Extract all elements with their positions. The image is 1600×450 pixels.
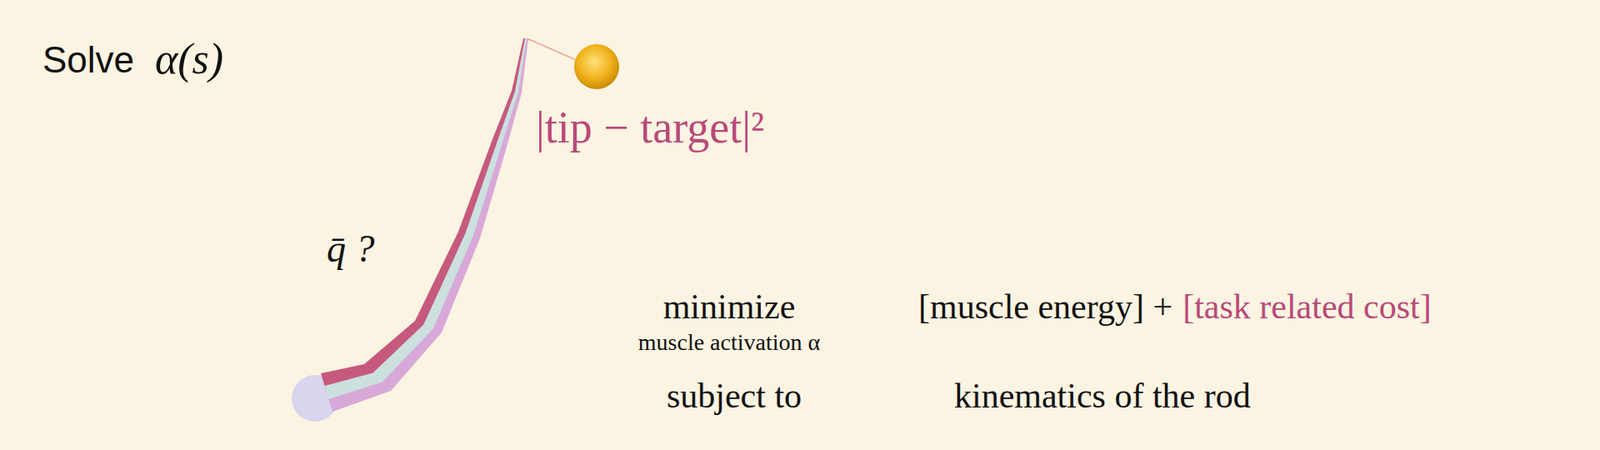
subject-to-label: subject to xyxy=(666,376,802,415)
task-cost-formula: |tip − target|² xyxy=(535,103,765,153)
rod-lower-band xyxy=(326,38,529,412)
function-label: α(s) xyxy=(155,35,224,83)
task-term: [task related cost] xyxy=(1182,287,1432,326)
energy-term: [muscle energy] + xyxy=(918,287,1173,326)
rod-center-band xyxy=(325,38,527,400)
target-ball xyxy=(574,44,620,90)
rod-upper-band xyxy=(320,38,526,393)
tip-leader xyxy=(526,38,580,62)
minimize-label: minimize xyxy=(663,287,796,326)
constraint-label: kinematics of the rod xyxy=(954,376,1251,415)
state-label: q̄ ? xyxy=(326,228,375,271)
decision-variable: muscle activation α xyxy=(638,330,820,356)
solve-label: Solve xyxy=(42,40,135,80)
